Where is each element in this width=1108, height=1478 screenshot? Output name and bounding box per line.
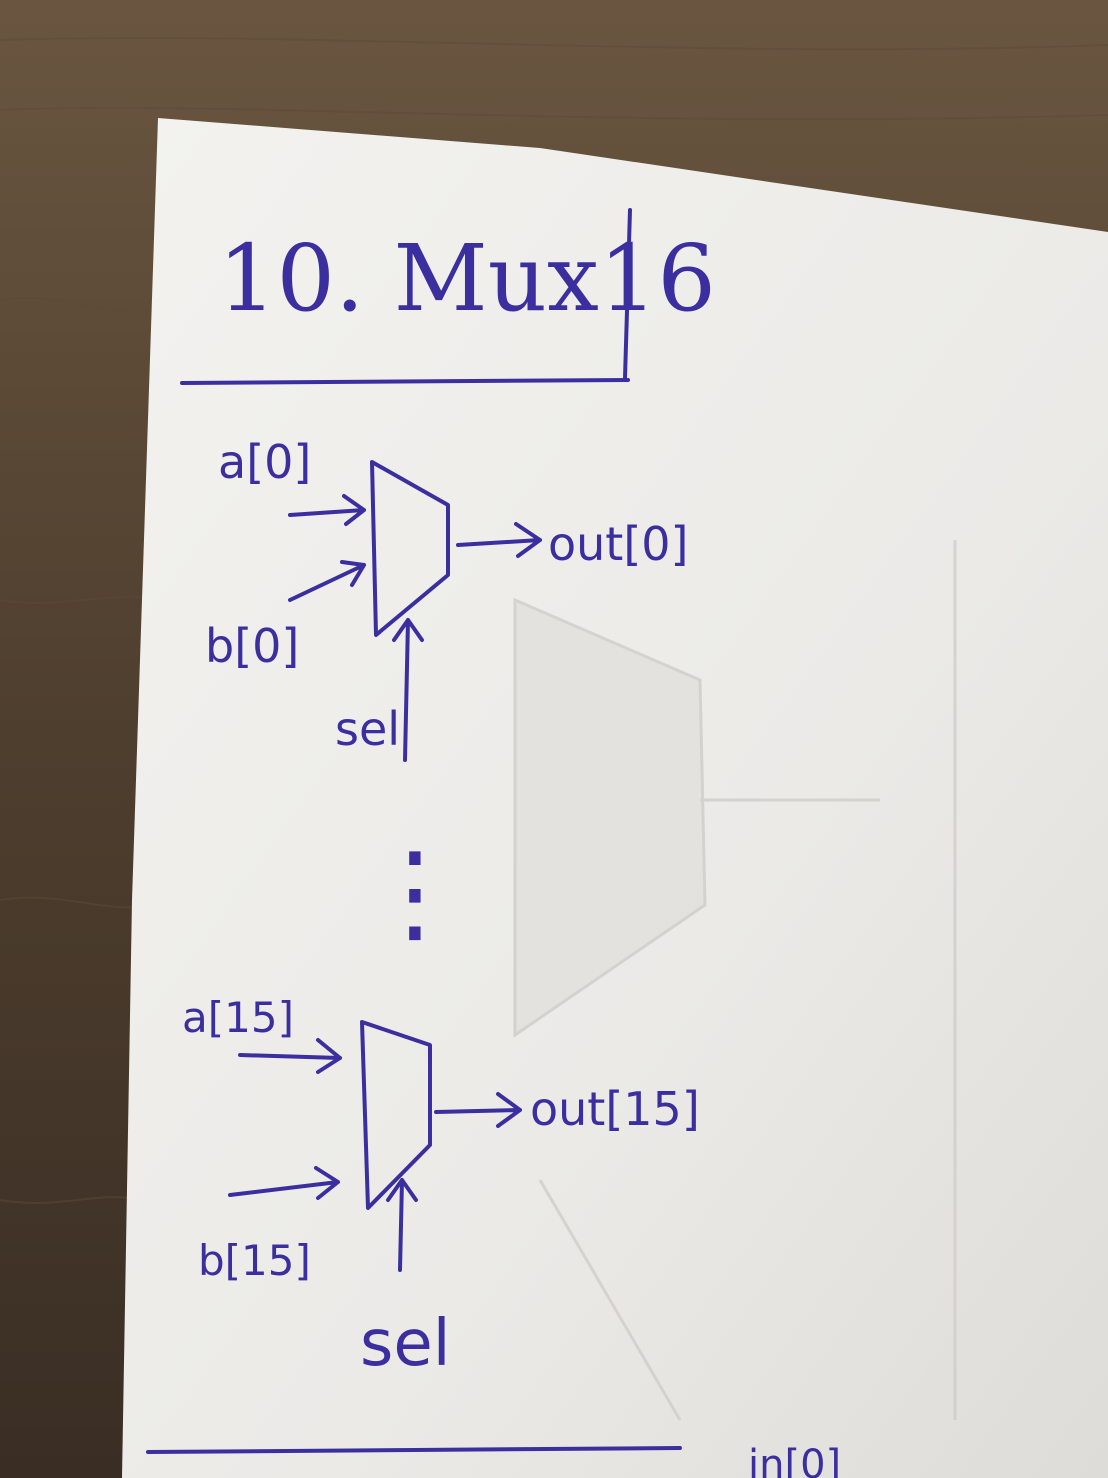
mux-top-input-b-label: b[0] [205, 619, 299, 673]
mux-bottom-arrow-a [238, 1038, 342, 1074]
ellipsis-dots: ⋮ [360, 828, 470, 956]
mux-bottom-output-label: out[15] [530, 1082, 700, 1136]
mux-top [288, 460, 542, 762]
mux-bottom-arrow-sel [386, 1178, 418, 1272]
title-box [180, 208, 632, 385]
mux-bottom-arrow-out [434, 1092, 522, 1128]
mux-top-body [370, 460, 450, 637]
footer-fragment: in[0] [748, 1442, 841, 1478]
wood-grain [0, 36, 1108, 1204]
mux-top-arrow-a [288, 494, 366, 526]
mux-top-arrow-b [288, 560, 366, 602]
mux-top-input-a-label: a[0] [218, 435, 311, 489]
mux-top-arrow-sel [392, 618, 424, 762]
mux-top-arrow-out [456, 522, 542, 558]
mux-bottom-arrow-b [228, 1166, 340, 1200]
mux-bottom-select-label: sel [360, 1307, 451, 1381]
mux-bottom-body [360, 1020, 432, 1210]
page-title: 10. Mux16 [218, 225, 716, 332]
mux-top-select-label: sel [335, 702, 400, 756]
mux-bottom-input-a-label: a[15] [182, 993, 294, 1042]
mux-bottom [228, 1020, 522, 1272]
mux-bottom-input-b-label: b[15] [198, 1236, 311, 1285]
show-through-marks [513, 540, 957, 1421]
bottom-divider [146, 1446, 682, 1454]
mux-top-output-label: out[0] [548, 517, 689, 571]
